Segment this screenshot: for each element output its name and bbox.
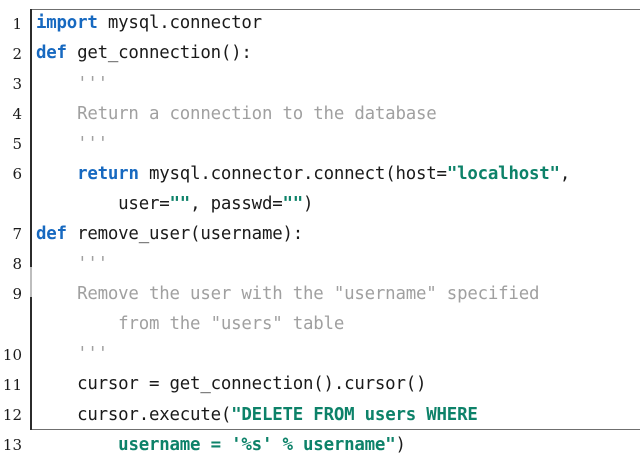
code-line-text[interactable]: def get_connection(): [26, 45, 640, 62]
code-line-text[interactable]: Remove the user with the "username" spec… [26, 284, 640, 305]
code-line-text[interactable]: from the "users" table [26, 316, 640, 333]
code-line[interactable]: 3 ''' [0, 69, 640, 99]
code-line-text[interactable]: def remove_user(username): [26, 224, 640, 244]
code-token-plain: mysql.connector [97, 13, 262, 34]
code-line[interactable]: user="", passwd="") [0, 190, 640, 220]
code-line[interactable]: 10 ''' [0, 340, 640, 370]
code-line-text[interactable]: Return a connection to the database [26, 103, 640, 124]
code-token-str: "" [169, 193, 191, 214]
code-token-str: "DELETE FROM users WHERE [231, 404, 478, 425]
code-line[interactable]: 9 Remove the user with the "username" sp… [0, 280, 640, 310]
line-number: 3 [12, 74, 22, 93]
code-line-text[interactable]: ''' [26, 346, 640, 363]
code-line[interactable]: 8 ''' [0, 250, 640, 280]
gutter-separator-lower [30, 297, 32, 430]
line-number: 12 [2, 405, 22, 424]
top-border-rule [30, 9, 640, 10]
line-number: 2 [12, 44, 22, 63]
code-line-text[interactable]: username = '%s' % username") [26, 434, 640, 455]
code-line[interactable]: 13 username = '%s' % username") [0, 430, 640, 460]
code-token-plain: get_connection(): [66, 43, 252, 64]
code-token-str: username = '%s' % username" [118, 434, 396, 455]
code-line-text[interactable]: cursor = get_connection().cursor() [26, 376, 640, 393]
code-token-plain: ) [395, 434, 406, 455]
line-number: 11 [2, 375, 22, 394]
code-token-str: "localhost" [446, 163, 560, 184]
code-token-plain [36, 164, 77, 184]
line-number: 8 [12, 255, 22, 274]
code-line-text[interactable]: ''' [26, 73, 640, 94]
code-token-doc: Return a connection to the database [36, 103, 437, 124]
code-token-plain: remove_user(username): [66, 224, 304, 244]
gutter-separator-break [30, 267, 32, 297]
code-line[interactable]: 5 ''' [0, 129, 640, 159]
code-line[interactable]: 12 cursor.execute("DELETE FROM users WHE… [0, 400, 640, 430]
code-token-kw: def [36, 224, 67, 244]
code-token-plain: user= [36, 193, 170, 214]
code-token-plain: cursor = get_connection().cursor() [36, 374, 427, 395]
code-line[interactable]: from the "users" table [0, 310, 640, 340]
code-token-plain: , passwd= [190, 193, 283, 214]
code-token-doc: Remove the user with the "username" spec… [36, 284, 540, 305]
code-token-doc: ''' [36, 254, 108, 275]
code-token-plain: mysql.connector.connect(host= [138, 163, 447, 184]
code-token-doc: ''' [36, 344, 108, 365]
code-line[interactable]: 11 cursor = get_connection().cursor() [0, 370, 640, 400]
code-token-plain [36, 435, 118, 455]
code-token-str: "" [282, 193, 304, 214]
code-line-text[interactable]: import mysql.connector [26, 15, 640, 32]
line-number: 7 [12, 225, 22, 244]
code-token-doc: ''' [36, 133, 108, 154]
line-number: 10 [2, 345, 22, 364]
code-line[interactable]: 4 Return a connection to the database [0, 99, 640, 129]
code-token-plain: cursor.execute( [36, 404, 232, 425]
code-token-kw: def [36, 43, 67, 64]
line-number: 5 [12, 134, 22, 153]
code-token-doc: ''' [36, 73, 108, 94]
code-line[interactable]: 6 return mysql.connector.connect(host="l… [0, 159, 640, 189]
code-line-text[interactable]: ''' [26, 254, 640, 275]
gutter-separator-upper [30, 9, 32, 267]
line-number: 6 [12, 165, 22, 184]
code-token-plain: ) [303, 193, 314, 214]
code-token-plain: , [559, 163, 571, 184]
code-token-kw: import [36, 13, 98, 34]
code-token-doc: from the "users" table [36, 314, 345, 335]
line-number: 9 [12, 285, 22, 304]
code-token-kw: return [77, 163, 139, 184]
code-line-text[interactable]: ''' [26, 133, 640, 154]
code-line-text[interactable]: return mysql.connector.connect(host="loc… [26, 163, 640, 184]
code-line-text[interactable]: cursor.execute("DELETE FROM users WHERE [26, 404, 640, 425]
code-line-text[interactable]: user="", passwd="") [26, 193, 640, 214]
line-number: 1 [12, 14, 22, 33]
bottom-border-rule [30, 429, 640, 430]
line-number: 13 [2, 435, 22, 454]
line-number: 4 [12, 104, 22, 123]
